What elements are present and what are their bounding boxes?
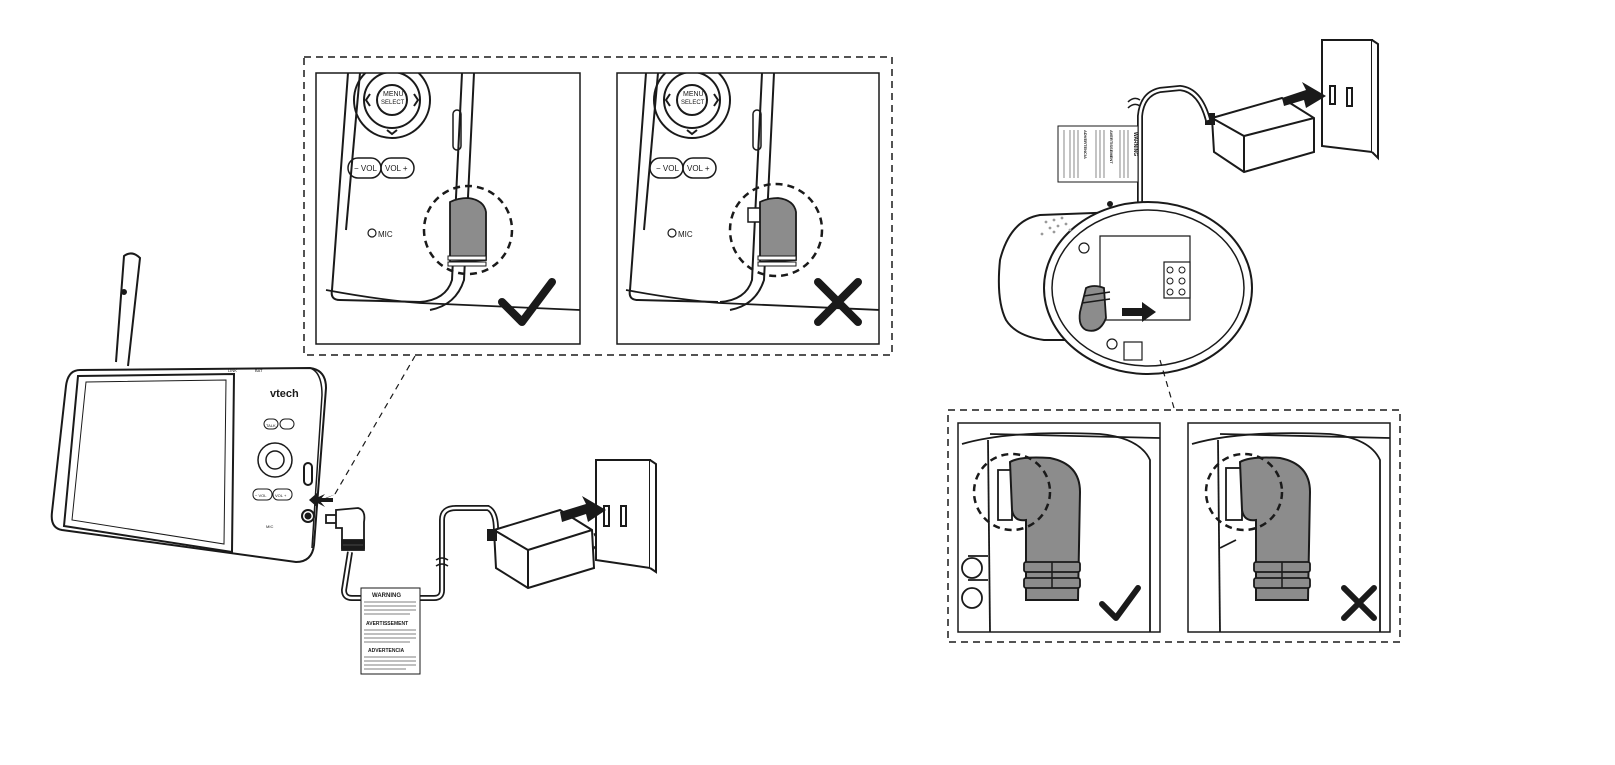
vol-minus-button (252, 488, 273, 501)
ac-adapter (487, 508, 603, 590)
antenna (115, 252, 142, 367)
adapter-arrow (560, 496, 606, 522)
check-mark-icon (498, 278, 556, 326)
panel-incorrect-menu-line2: SELECT (681, 100, 705, 106)
check-mark-icon (1099, 585, 1141, 621)
menu-select-button (265, 450, 285, 470)
callout-panel-correct-right (957, 422, 1161, 633)
vol-plus-button (272, 488, 293, 501)
insert-arrow-right (1122, 302, 1156, 322)
monitor-screen (62, 372, 236, 554)
panel-incorrect-vol-plus: VOL + (687, 164, 710, 173)
power-cable (340, 505, 499, 601)
tag-right-advertencia: ADVERTENCIA (1083, 130, 1088, 159)
callout-leader-right (1159, 359, 1175, 409)
panel-correct-vol-minus: − VOL (354, 164, 377, 173)
callout-frame-left (303, 56, 893, 356)
link-indicator-label: LINK (228, 368, 237, 373)
brand-logo: vtech (270, 388, 299, 400)
side-slot (303, 462, 313, 486)
insert-arrow (312, 494, 336, 507)
zoom-circle (1204, 452, 1284, 532)
tag-avertissement-title: AVERTISSEMENT (366, 621, 408, 627)
cable-warning-tag-right: WARNING AVERTISSEMENT ADVERTENCIA (1057, 125, 1139, 183)
callout-leader-left (334, 355, 416, 495)
mic-label: MIC (266, 524, 273, 529)
panel-correct-menu-line2: SELECT (381, 100, 405, 106)
talk-button (263, 418, 279, 430)
vol-minus-label: − VOL (255, 493, 267, 498)
panel-correct-vol-plus: VOL + (385, 164, 408, 173)
cross-mark-icon (814, 278, 862, 326)
vol-plus-label: VOL + (275, 493, 287, 498)
camera-unit (997, 201, 1253, 375)
tag-right-warning: WARNING (1132, 132, 1138, 156)
cross-mark-icon (1341, 585, 1377, 621)
callout-panel-correct: MENU SELECT − VOL VOL + MIC (315, 72, 581, 345)
zoom-button (279, 418, 295, 430)
battery-indicator-label: BAT (255, 368, 263, 373)
tag-warning-title: WARNING (372, 593, 401, 599)
panel-incorrect-vol-minus: − VOL (656, 164, 679, 173)
panel-correct-mic: MIC (378, 230, 393, 239)
zoom-circle (422, 184, 514, 276)
dc-plug (325, 507, 366, 551)
panel-correct-menu-line1: MENU (383, 91, 404, 98)
zoom-circle (728, 182, 824, 278)
cable-warning-tag: WARNING AVERTISSEMENT ADVERTENCIA (360, 587, 421, 675)
tag-advertencia-title: ADVERTENCIA (368, 648, 405, 654)
callout-frame-right (947, 409, 1401, 643)
tag-right-avertissement: AVERTISSEMENT (1109, 130, 1114, 164)
zoom-circle (972, 452, 1052, 532)
callout-panel-incorrect: MENU SELECT − VOL VOL + MIC (616, 72, 880, 345)
power-cable-right (1137, 84, 1211, 220)
adapter-arrow-right (1282, 82, 1326, 108)
wall-outlet (595, 459, 657, 574)
power-port (301, 509, 315, 523)
callout-panel-incorrect-right (1187, 422, 1391, 633)
panel-incorrect-menu-line1: MENU (683, 91, 704, 98)
speaker-grille (1040, 216, 1072, 236)
dc-plug-right (1078, 285, 1107, 332)
nav-pad (257, 442, 293, 478)
parent-unit-illustration (50, 252, 328, 564)
wall-outlet-right (1321, 39, 1379, 161)
talk-label: TALK (266, 423, 276, 428)
ac-adapter-right (1205, 96, 1315, 174)
panel-incorrect-mic: MIC (678, 230, 693, 239)
